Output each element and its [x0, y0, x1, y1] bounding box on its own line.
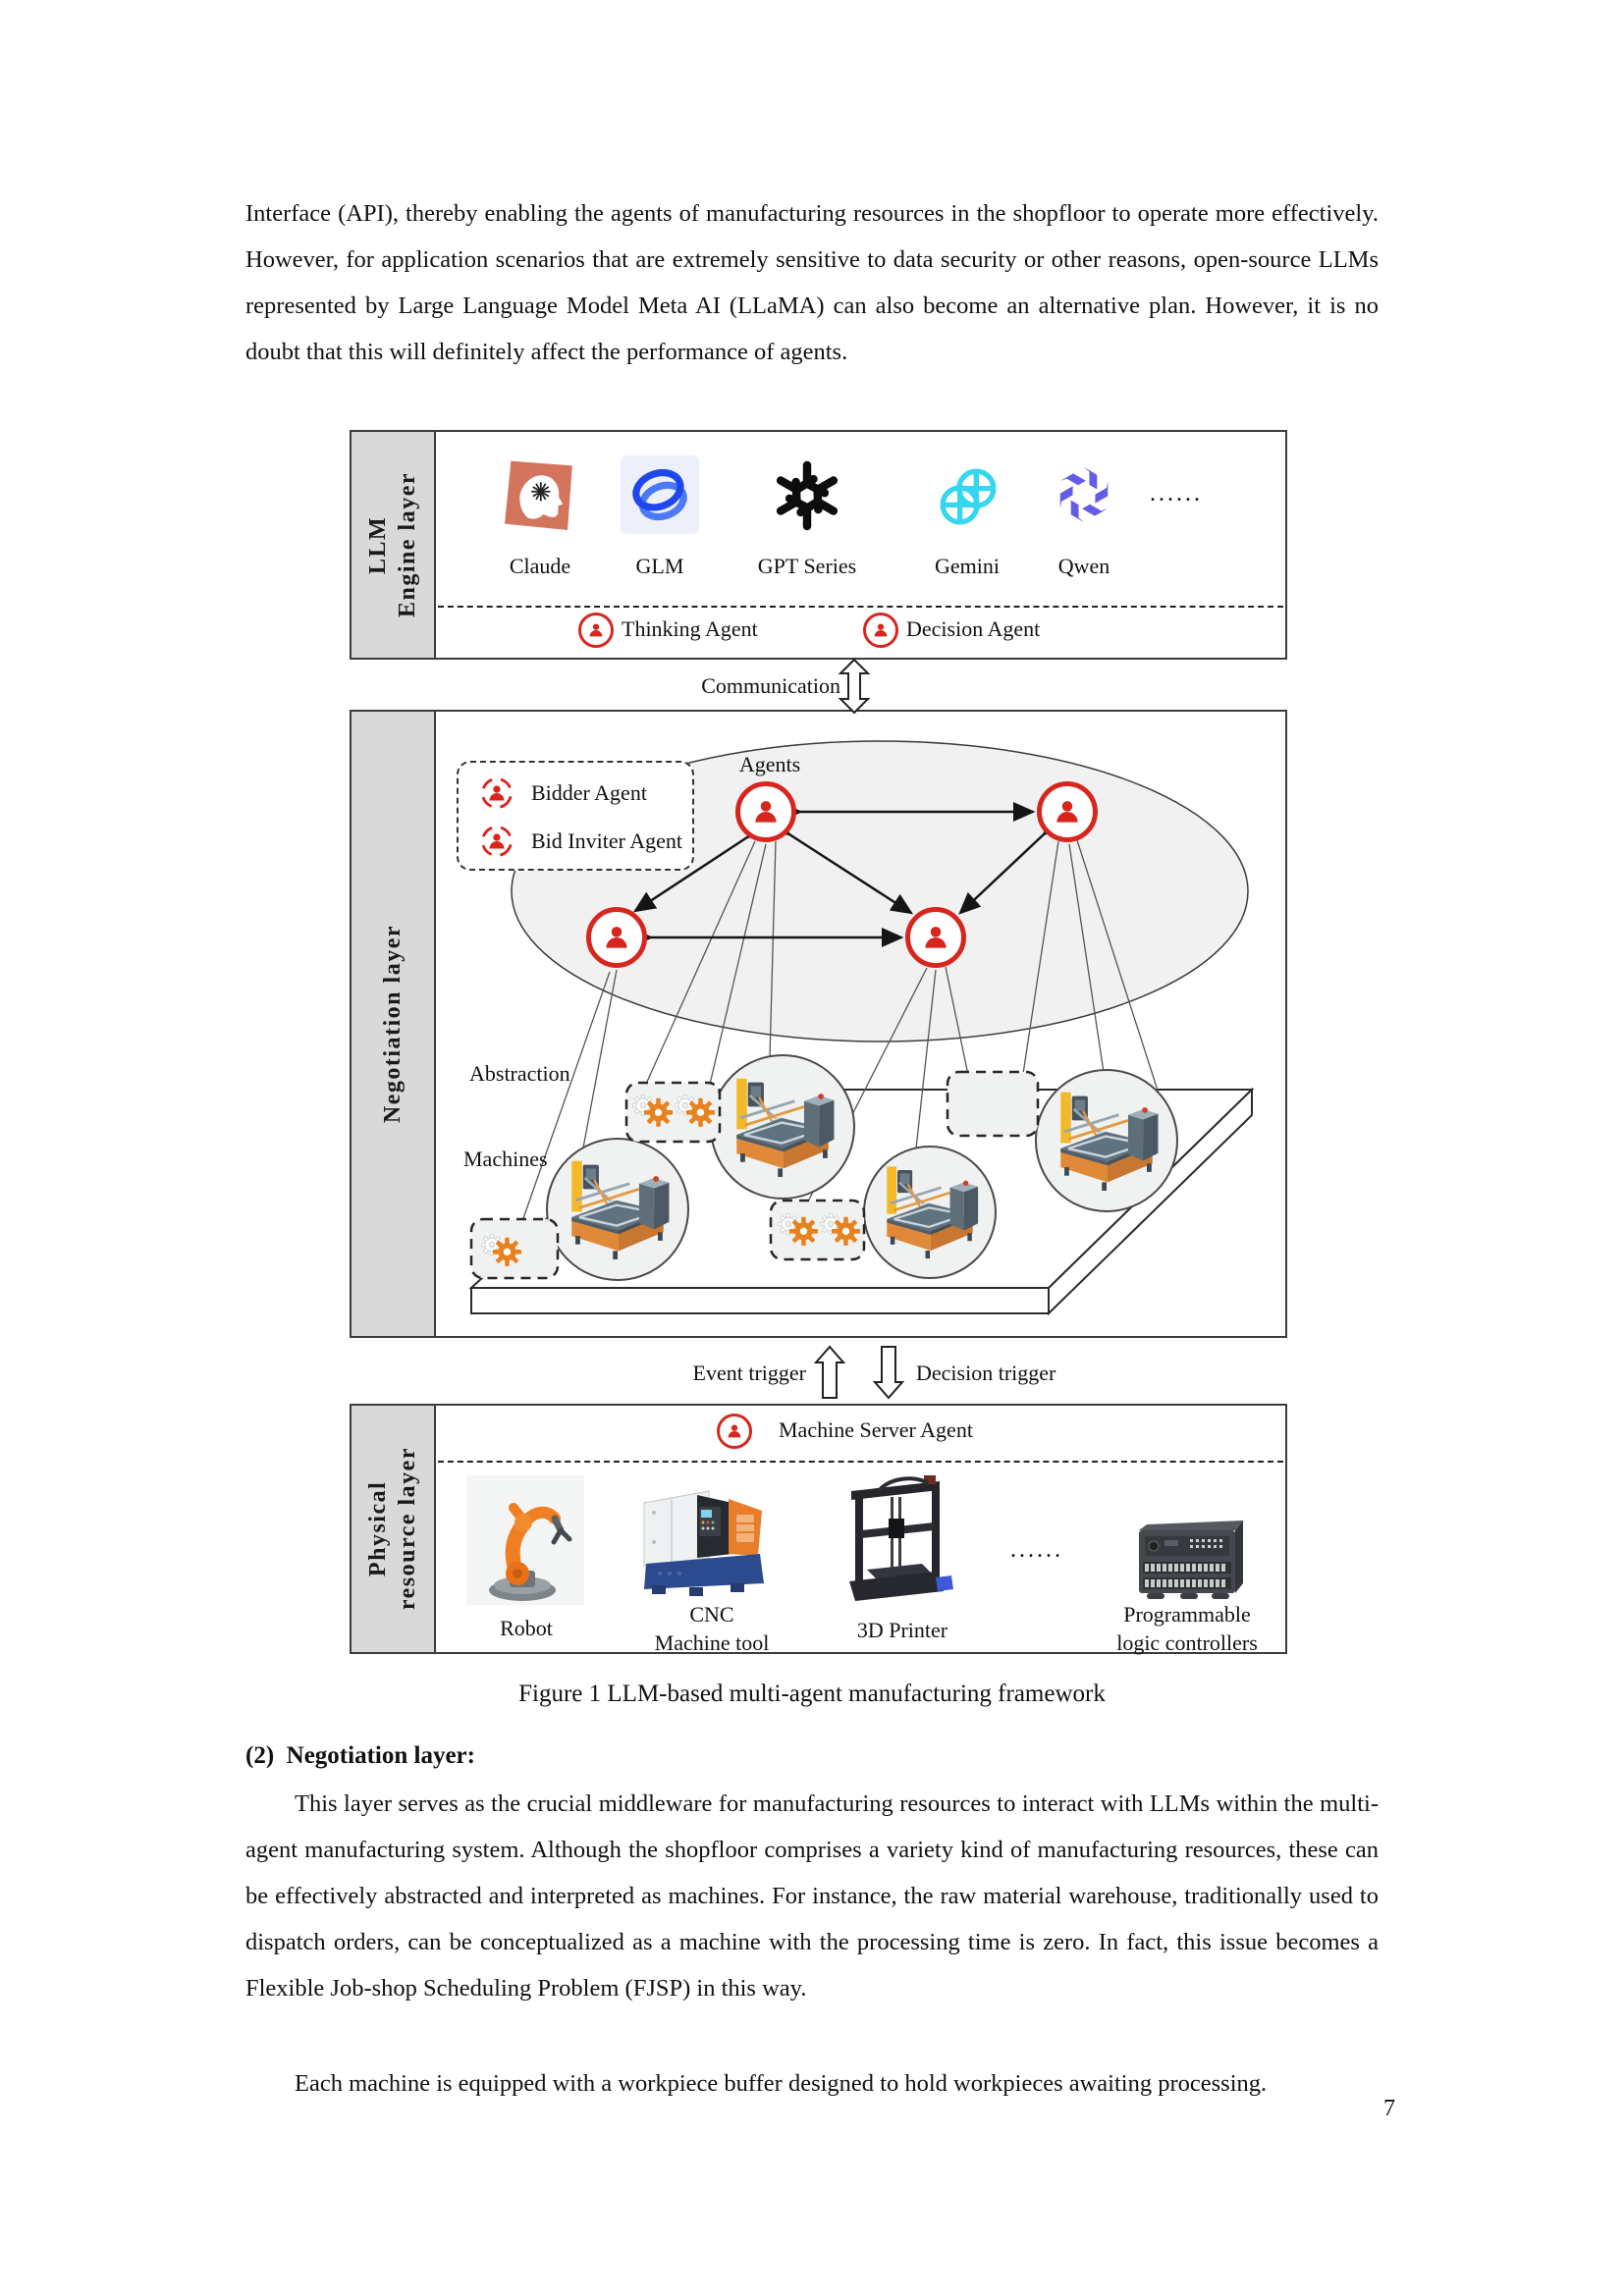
model-label-claude: Claude [509, 554, 571, 578]
legend-row-bid-inviter: Bid Inviter Agent [478, 817, 692, 865]
thinking-agent-label: Thinking Agent [622, 616, 758, 641]
claude-logo-icon [501, 454, 579, 541]
agent-node [735, 781, 796, 842]
event-trigger-arrow-icon [813, 1345, 846, 1399]
llm-layer-divider [438, 606, 1283, 608]
llm-layer-sidebar: LLM Engine layer [352, 432, 436, 658]
robot-image [466, 1475, 584, 1610]
decision-trigger-arrow-icon [872, 1346, 905, 1400]
equipment-label-cnc: CNC Machine tool [654, 1602, 770, 1655]
negotiation-paragraph: This layer serves as the crucial middlew… [245, 1790, 1379, 2002]
agent-legend-box: Bidder Agent Bid Inviter Agent [457, 761, 694, 871]
model-label-gpt-series: GPT Series [757, 554, 857, 578]
llm-more-models-dots: ...... [1150, 481, 1203, 507]
machines-label: Machines [463, 1147, 548, 1171]
gpt-logo-icon [758, 450, 856, 547]
agent-node [586, 907, 647, 968]
bidder-agent-label: Bidder Agent [531, 779, 647, 805]
negotiation-layer-sidebar: Negotiation layer [352, 712, 436, 1336]
communication-arrow-icon [838, 658, 871, 715]
model-label-glm: GLM [635, 554, 684, 578]
top-paragraph: Interface (API), thereby enabling the ag… [245, 200, 1379, 365]
llm-layer-title: LLM Engine layer [365, 472, 420, 617]
bidder-agent-icon [481, 776, 513, 809]
decision-agent-label: Decision Agent [906, 616, 1041, 641]
physical-layer-title: Physical resource layer [365, 1447, 420, 1611]
glm-logo-icon [621, 455, 699, 539]
agents-label: Agents [738, 752, 801, 776]
gemini-logo-icon [931, 457, 1005, 541]
physical-resource-layer-box: Physical resource layer [350, 1404, 1287, 1654]
model-label-qwen: Qwen [1057, 554, 1110, 578]
equipment-label-robot: Robot [500, 1616, 553, 1640]
thinking-agent-icon [578, 613, 614, 648]
legend-row-bidder: Bidder Agent [478, 769, 692, 817]
decision-agent-icon [863, 613, 898, 648]
abstraction-label: Abstraction [469, 1061, 570, 1086]
machine-server-agent-icon [717, 1414, 752, 1449]
bid-inviter-agent-icon [481, 825, 513, 857]
llm-engine-layer-box: LLM Engine layer [350, 430, 1287, 660]
closing-paragraph: Each machine is equipped with a workpiec… [295, 2070, 1268, 2097]
qwen-logo-icon [1046, 455, 1122, 539]
communication-label: Communication [701, 673, 840, 698]
event-trigger-label: Event trigger [692, 1361, 806, 1385]
equipment-label-plc: Programmable logic controllers [1116, 1602, 1258, 1655]
plc-image [1125, 1519, 1255, 1608]
section-heading: (2) Negotiation layer: [245, 1742, 475, 1769]
equipment-label-3d-printer: 3D Printer [856, 1618, 948, 1642]
figure-caption: Figure 1 LLM-based multi-agent manufactu… [518, 1681, 1106, 1707]
agent-node [1037, 781, 1098, 842]
page-number: 7 [1383, 2096, 1395, 2121]
decision-trigger-label: Decision trigger [916, 1361, 1056, 1385]
negotiation-layer-title: Negotiation layer [380, 924, 406, 1124]
agent-node [905, 907, 966, 968]
printer-3d-image [839, 1475, 962, 1610]
physical-more-dots: ...... [1010, 1537, 1063, 1563]
bid-inviter-agent-label: Bid Inviter Agent [531, 828, 682, 853]
cnc-machine-image [638, 1483, 776, 1608]
physical-layer-sidebar: Physical resource layer [352, 1406, 436, 1652]
machine-server-agent-label: Machine Server Agent [779, 1417, 973, 1442]
figure-1: LLM Engine layer Negotiation layer Physi… [350, 430, 1287, 1655]
model-label-gemini: Gemini [935, 554, 1000, 578]
physical-layer-divider [438, 1461, 1283, 1463]
